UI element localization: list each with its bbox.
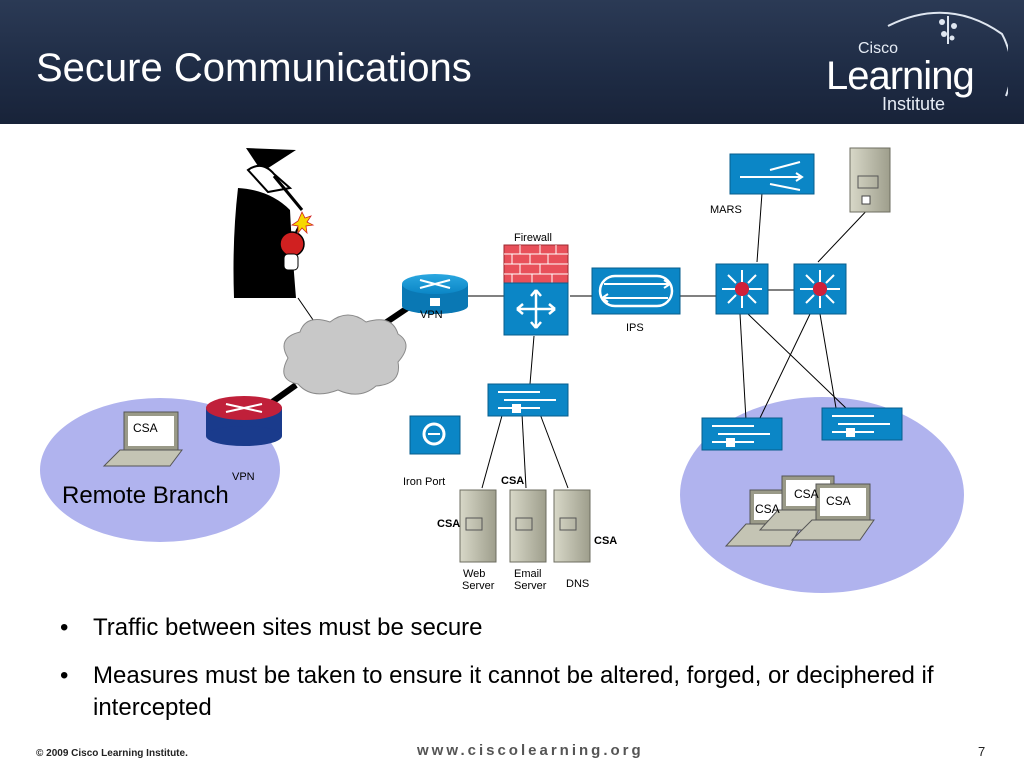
page-number: 7 xyxy=(978,744,986,759)
csa-dns-label: CSA xyxy=(594,535,617,547)
vpn-hq-label: VPN xyxy=(420,309,443,321)
distribution-switch-icon xyxy=(487,383,569,417)
web-server-icon xyxy=(459,489,497,563)
internet-cloud-icon xyxy=(283,314,407,395)
bullet-item: Traffic between sites must be secure xyxy=(60,612,960,644)
csa-email-label: CSA xyxy=(501,475,524,487)
mars-appliance-icon xyxy=(729,153,815,195)
dns-label: DNS xyxy=(566,578,589,590)
csa-lan2-label: CSA xyxy=(794,487,819,501)
bullet-list: Traffic between sites must be secure Mea… xyxy=(60,612,960,740)
csa-lan1-label: CSA xyxy=(755,502,780,516)
cisco-learning-institute-logo: Cisco Learning Institute xyxy=(818,4,1008,120)
firewall-label: Firewall xyxy=(514,232,552,244)
iron-port-label: Iron Port xyxy=(403,476,445,488)
access-switch-2-icon xyxy=(821,407,903,441)
web-server-label-line2: Server xyxy=(462,580,495,592)
lan-laptop-3-icon xyxy=(790,483,875,541)
vpn-router-branch xyxy=(206,396,282,446)
web-server-label-line1: Web xyxy=(463,568,485,580)
csa-web-label: CSA xyxy=(437,518,460,530)
ips-sensor-icon xyxy=(591,267,681,315)
core-switch-1-icon xyxy=(715,263,769,315)
logo-cisco-text: Cisco xyxy=(858,40,899,57)
email-server-icon xyxy=(509,489,547,563)
network-diagram: VPN VPN Firewall IPS MARS xyxy=(40,147,964,593)
csa-lan3-label: CSA xyxy=(826,494,851,508)
vpn-router-hq xyxy=(402,274,468,314)
tree-logo-icon xyxy=(887,11,1008,97)
branch-laptop-icon xyxy=(102,411,183,467)
core-switch-2-icon xyxy=(793,263,847,315)
vpn-branch-label: VPN xyxy=(232,471,255,483)
access-switch-1-icon xyxy=(701,417,783,451)
attacker-spy-icon xyxy=(233,148,315,298)
mars-label: MARS xyxy=(710,204,742,216)
slide-title: Secure Communications xyxy=(36,46,472,90)
network-links xyxy=(297,192,873,489)
email-server-label-line2: Server xyxy=(514,580,547,592)
firewall-icon xyxy=(503,244,569,336)
logo-learning-text: Learning xyxy=(826,54,975,98)
iron-port-icon xyxy=(409,415,461,455)
website-url: www.ciscolearning.org xyxy=(417,742,644,759)
header-banner: Secure Communications Cisco Learning Ins… xyxy=(0,0,1024,124)
copyright-text: © 2009 Cisco Learning Institute. xyxy=(36,748,188,759)
ips-label: IPS xyxy=(626,322,644,334)
management-server-icon xyxy=(849,147,891,213)
csa-branch-label: CSA xyxy=(133,421,158,435)
bullet-item: Measures must be taken to ensure it cann… xyxy=(60,660,960,724)
remote-branch-label: Remote Branch xyxy=(62,482,229,509)
email-server-label-line1: Email xyxy=(514,568,542,580)
dns-server-icon xyxy=(553,489,591,563)
logo-institute-text: Institute xyxy=(882,94,946,114)
